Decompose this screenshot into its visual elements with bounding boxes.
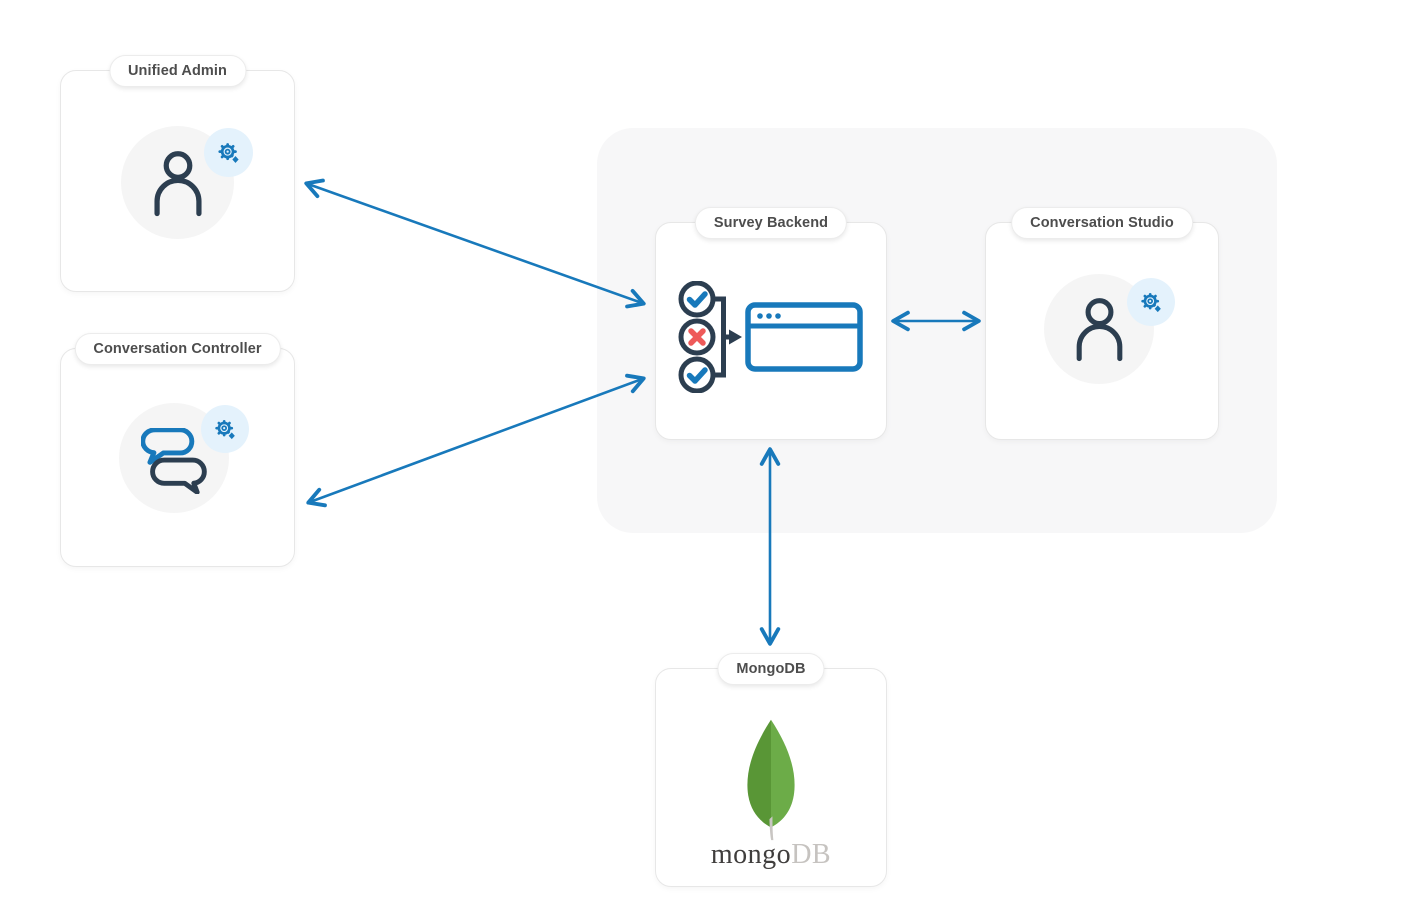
user-icon <box>150 149 206 217</box>
gear-icon <box>211 415 240 444</box>
checks-to-browser-icon <box>676 281 866 393</box>
gear-icon <box>214 138 244 168</box>
node-conversation-controller: Conversation Controller <box>60 333 295 567</box>
gear-badge <box>204 128 253 177</box>
node-label-text: Conversation Studio <box>1030 215 1174 231</box>
arrow-conversation-controller-survey-backend <box>306 373 646 508</box>
workflow-browser-icon <box>676 281 866 393</box>
mongodb-leaf-icon <box>739 717 803 841</box>
gear-icon <box>1137 288 1166 317</box>
node-label-conversation-studio: Conversation Studio <box>1011 207 1193 239</box>
node-conversation-studio: Conversation Studio <box>985 207 1219 440</box>
node-label-text: MongoDB <box>736 661 806 677</box>
gear-badge <box>201 405 249 453</box>
node-label-mongodb: MongoDB <box>717 653 825 685</box>
node-label-text: Survey Backend <box>713 215 829 231</box>
leaf-icon <box>741 717 801 841</box>
node-label-conversation-controller: Conversation Controller <box>74 333 281 365</box>
node-label-survey-backend: Survey Backend <box>694 207 848 239</box>
user-icon <box>1072 296 1127 362</box>
node-label-text: Unified Admin <box>127 63 228 79</box>
node-mongodb: MongoDB mongoDB <box>655 653 887 887</box>
mongodb-wordmark-mongo: mongo <box>710 839 792 870</box>
mongodb-wordmark: mongoDB <box>656 839 886 871</box>
node-unified-admin: Unified Admin <box>60 55 295 292</box>
node-label-text: Conversation Controller <box>93 341 262 357</box>
chat-bubbles-icon <box>141 428 207 494</box>
gear-badge <box>1127 278 1175 326</box>
node-label-unified-admin: Unified Admin <box>108 55 247 87</box>
arrow-unified-admin-survey-backend <box>304 178 646 309</box>
mongodb-wordmark-db: DB <box>791 839 832 870</box>
node-survey-backend: Survey Backend <box>655 207 887 440</box>
